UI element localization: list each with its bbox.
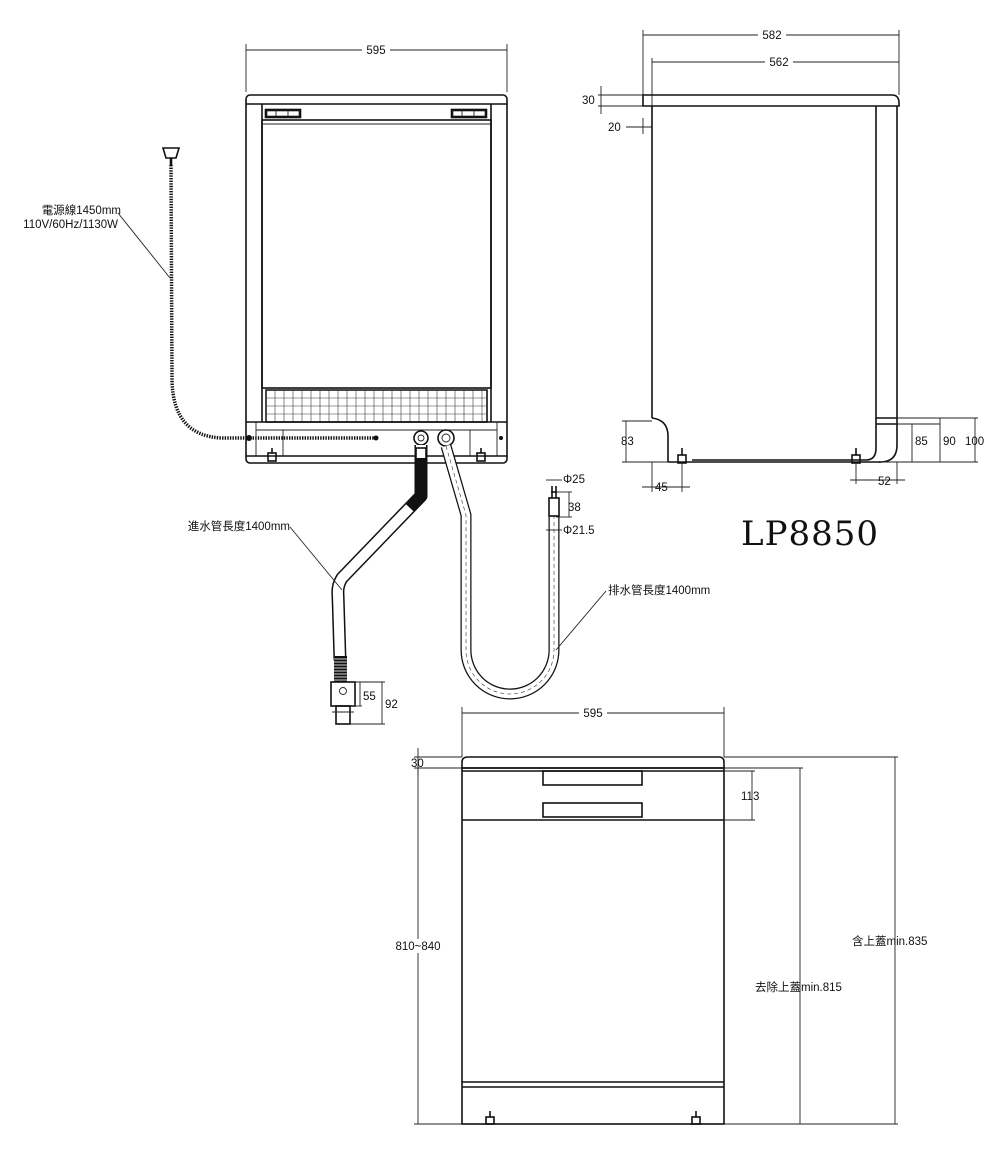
rear-width-dimension: 595 — [245, 43, 508, 92]
side-front-foot-height: 83 — [621, 436, 634, 448]
side-body-depth: 562 — [769, 57, 788, 69]
power-cord-spec: 110V/60Hz/1130W — [23, 219, 118, 231]
front-panel-height: 113 — [741, 791, 759, 803]
inlet-hose-label: 進水管長度1400mm — [188, 519, 290, 533]
side-overall-depth: 582 — [762, 30, 781, 42]
front-body — [461, 756, 725, 1125]
rear-view: 595 — [23, 43, 710, 725]
drain-hose-label: 排水管長度1400mm — [608, 583, 710, 597]
rear-body — [245, 94, 508, 464]
front-width-dimension: 595 — [461, 706, 725, 757]
front-height-with-top: 含上蓋min.835 — [852, 934, 927, 948]
side-top-offset: 30 — [582, 95, 595, 107]
drain-dim-1: Φ25 — [563, 474, 585, 486]
side-front-foot-offset: 45 — [655, 482, 668, 494]
side-door-offset: 20 — [608, 122, 621, 134]
drain-dim-3: Φ21.5 — [563, 525, 595, 537]
front-height-without-top: 去除上蓋min.815 — [755, 980, 842, 994]
side-lower-dimensions: 83 45 52 85 90 100 — [621, 417, 984, 494]
front-top-thickness: 30 — [411, 758, 424, 770]
rear-width-value: 595 — [366, 45, 385, 57]
side-depth-dimensions: 582 562 30 20 — [582, 28, 900, 134]
rear-grille — [265, 389, 487, 423]
front-width-value: 595 — [583, 708, 602, 720]
drain-dim-2: 38 — [568, 502, 581, 514]
model-name: LP8850 — [741, 514, 879, 554]
power-cord-label: 電源線1450mm — [42, 203, 121, 217]
power-cord: 電源線1450mm 110V/60Hz/1130W — [23, 147, 379, 441]
side-body — [642, 94, 900, 464]
side-rear-dim-2: 90 — [943, 436, 956, 448]
side-rear-foot-offset: 52 — [878, 476, 891, 488]
drain-hose: Φ25 38 Φ21.5 排水管長度1400mm — [440, 444, 710, 700]
side-view: 582 562 30 20 — [582, 28, 984, 554]
front-dimensions: 30 810~840 113 去除上蓋min.815 含上蓋min.835 — [394, 748, 927, 1125]
front-height-range: 810~840 — [395, 941, 440, 953]
inlet-fitting-dim-1: 55 — [363, 691, 376, 703]
side-rear-dim-1: 85 — [915, 436, 928, 448]
front-view: 595 30 810~840 — [394, 706, 927, 1125]
side-rear-dim-3: 100 — [965, 436, 984, 448]
inlet-hose: 55 92 進水管長度1400mm — [188, 445, 428, 725]
inlet-fitting-dim-2: 92 — [385, 699, 398, 711]
